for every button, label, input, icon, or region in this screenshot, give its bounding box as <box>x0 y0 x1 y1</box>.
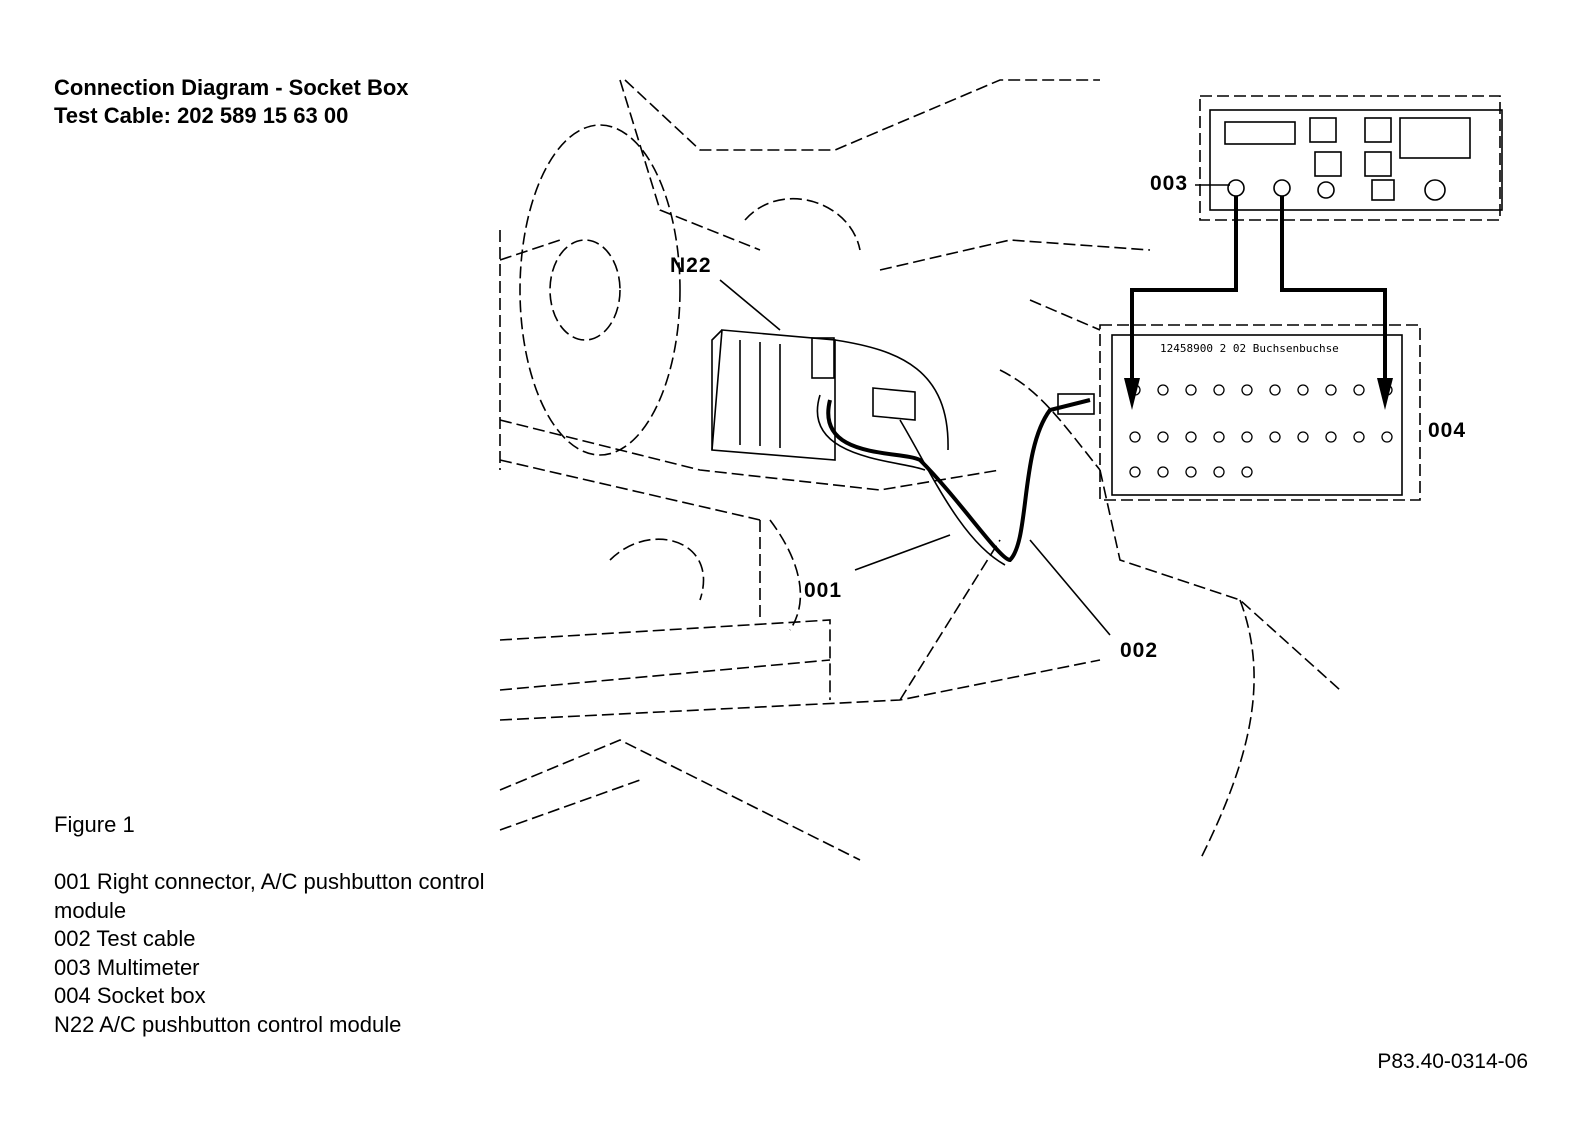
title-line-2: Test Cable: 202 589 15 63 00 <box>54 103 349 128</box>
callout-003: 003 <box>1150 172 1188 195</box>
legend-item: N22 A/C pushbutton control module <box>54 1011 402 1037</box>
socket-pin <box>1297 431 1309 443</box>
legend: 001 Right connector, A/C pushbutton cont… <box>54 868 494 1039</box>
callout-n22: N22 <box>670 254 712 277</box>
callout-002: 002 <box>1120 639 1158 662</box>
legend-item: 001 Right connector, A/C pushbutton cont… <box>54 869 485 923</box>
socket-pin <box>1213 466 1225 478</box>
socket-pin <box>1213 431 1225 443</box>
test-cable <box>816 393 1095 566</box>
socket-pin <box>1353 384 1365 396</box>
socket-pin <box>1241 431 1253 443</box>
socket-pin <box>1157 431 1169 443</box>
socket-pin <box>1241 384 1253 396</box>
socket-pin <box>1213 384 1225 396</box>
socket-pin <box>1269 431 1281 443</box>
socket-pin <box>1185 384 1197 396</box>
leader-lines <box>719 184 1230 636</box>
figure-label: Figure 1 <box>54 812 135 837</box>
socket-pin <box>1381 431 1393 443</box>
socket-pin <box>1325 431 1337 443</box>
callout-004: 004 <box>1428 419 1466 442</box>
socket-box: 12458900 2 02 Buchsenbuchse <box>1099 324 1421 501</box>
title-line-1: Connection Diagram - Socket Box <box>54 75 409 100</box>
socket-pin <box>1297 384 1309 396</box>
socket-pin <box>1381 384 1393 396</box>
socket-pin <box>1269 384 1281 396</box>
socket-pin <box>1129 466 1141 478</box>
socket-pin <box>1129 431 1141 443</box>
ac-control-module <box>711 329 949 461</box>
socket-box-label: 12458900 2 02 Buchsenbuchse <box>1160 342 1339 355</box>
socket-pins <box>1129 384 1393 478</box>
socket-pin <box>1129 384 1141 396</box>
socket-pin <box>1157 384 1169 396</box>
socket-pin <box>1185 466 1197 478</box>
socket-pin <box>1325 384 1337 396</box>
socket-pin <box>1353 431 1365 443</box>
socket-pin <box>1185 431 1197 443</box>
probe-leads <box>1124 196 1393 410</box>
multimeter <box>1199 95 1503 221</box>
socket-pin <box>1241 466 1253 478</box>
legend-item: 002 Test cable <box>54 926 196 951</box>
legend-item: 004 Socket box <box>54 983 206 1008</box>
diagram-title: Connection Diagram - Socket Box Test Cab… <box>54 74 409 130</box>
reference-code: P83.40-0314-06 <box>1377 1050 1528 1073</box>
legend-item: 003 Multimeter <box>54 954 200 980</box>
socket-pin <box>1157 466 1169 478</box>
callout-001: 001 <box>804 579 842 602</box>
